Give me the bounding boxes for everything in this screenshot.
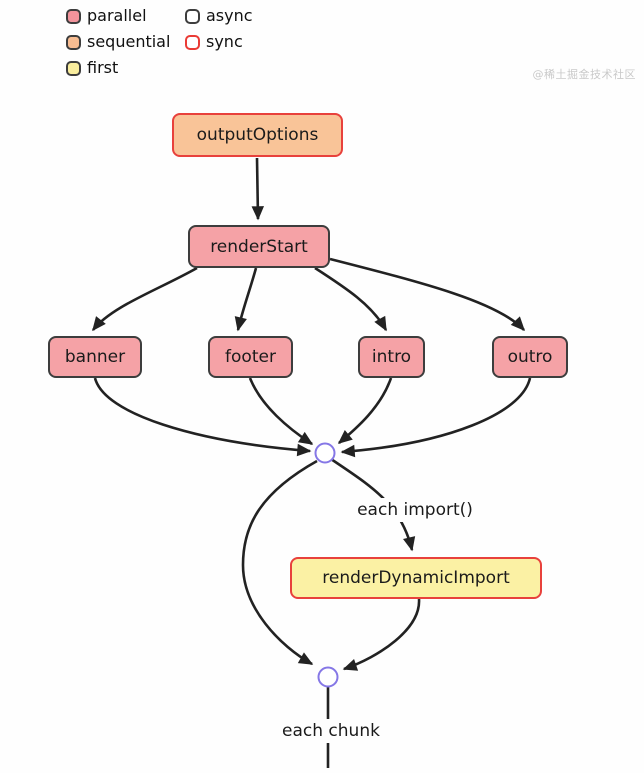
- edge-outro-join1: [340, 377, 532, 458]
- edge-renderStart-outro: [329, 257, 525, 332]
- node-label: renderDynamicImport: [322, 568, 510, 588]
- legend-label: async: [206, 6, 253, 25]
- sequential-swatch-icon: [66, 34, 81, 50]
- watermark: @稀土掘金技术社区: [532, 68, 636, 81]
- edge-join1-renderDynamicImport: [330, 457, 416, 552]
- parallel-swatch-icon: [66, 8, 81, 24]
- node-footer[interactable]: footer: [208, 336, 293, 378]
- node-label: banner: [64, 347, 126, 367]
- edge-intro-join1: [337, 377, 393, 444]
- legend-item-first: first: [66, 60, 118, 76]
- edge-label-each-import: each import(): [343, 498, 487, 522]
- node-label: footer: [225, 347, 276, 367]
- edge-renderDynamicImport-join2: [342, 598, 421, 671]
- legend-item-async: async: [185, 8, 253, 24]
- edge-outputOptions-renderStart: [251, 157, 265, 221]
- legend-label: first: [87, 58, 119, 77]
- node-outro[interactable]: outro: [492, 336, 568, 378]
- async-swatch-icon: [185, 8, 200, 24]
- edge-join1-join2-bypass: [241, 459, 318, 666]
- node-renderDynamicImport[interactable]: renderDynamicImport: [290, 557, 542, 599]
- legend-label: parallel: [87, 6, 147, 25]
- legend-item-sync: sync: [185, 34, 243, 50]
- node-outputOptions[interactable]: outputOptions: [172, 113, 343, 157]
- node-label: intro: [371, 347, 412, 367]
- node-renderStart[interactable]: renderStart: [188, 225, 330, 268]
- node-label: renderStart: [210, 236, 308, 257]
- legend-item-sequential: sequential: [66, 34, 170, 50]
- first-swatch-icon: [66, 60, 81, 76]
- edge-renderStart-intro: [314, 266, 388, 332]
- node-label: outputOptions: [196, 125, 319, 145]
- edge-renderStart-banner: [91, 266, 198, 332]
- edge-banner-join1: [93, 377, 312, 457]
- node-label: outro: [507, 347, 553, 367]
- join-circle-1: [314, 442, 336, 464]
- join-circle-2: [317, 666, 339, 688]
- edge-footer-join1: [248, 377, 314, 446]
- edge-renderStart-footer: [234, 267, 258, 332]
- legend-label: sync: [206, 32, 243, 51]
- legend-label: sequential: [87, 32, 171, 51]
- edge-label-each-chunk: each chunk: [271, 719, 391, 743]
- legend-item-parallel: parallel: [66, 8, 147, 24]
- node-banner[interactable]: banner: [48, 336, 142, 378]
- sync-swatch-icon: [185, 34, 200, 50]
- node-intro[interactable]: intro: [358, 336, 425, 378]
